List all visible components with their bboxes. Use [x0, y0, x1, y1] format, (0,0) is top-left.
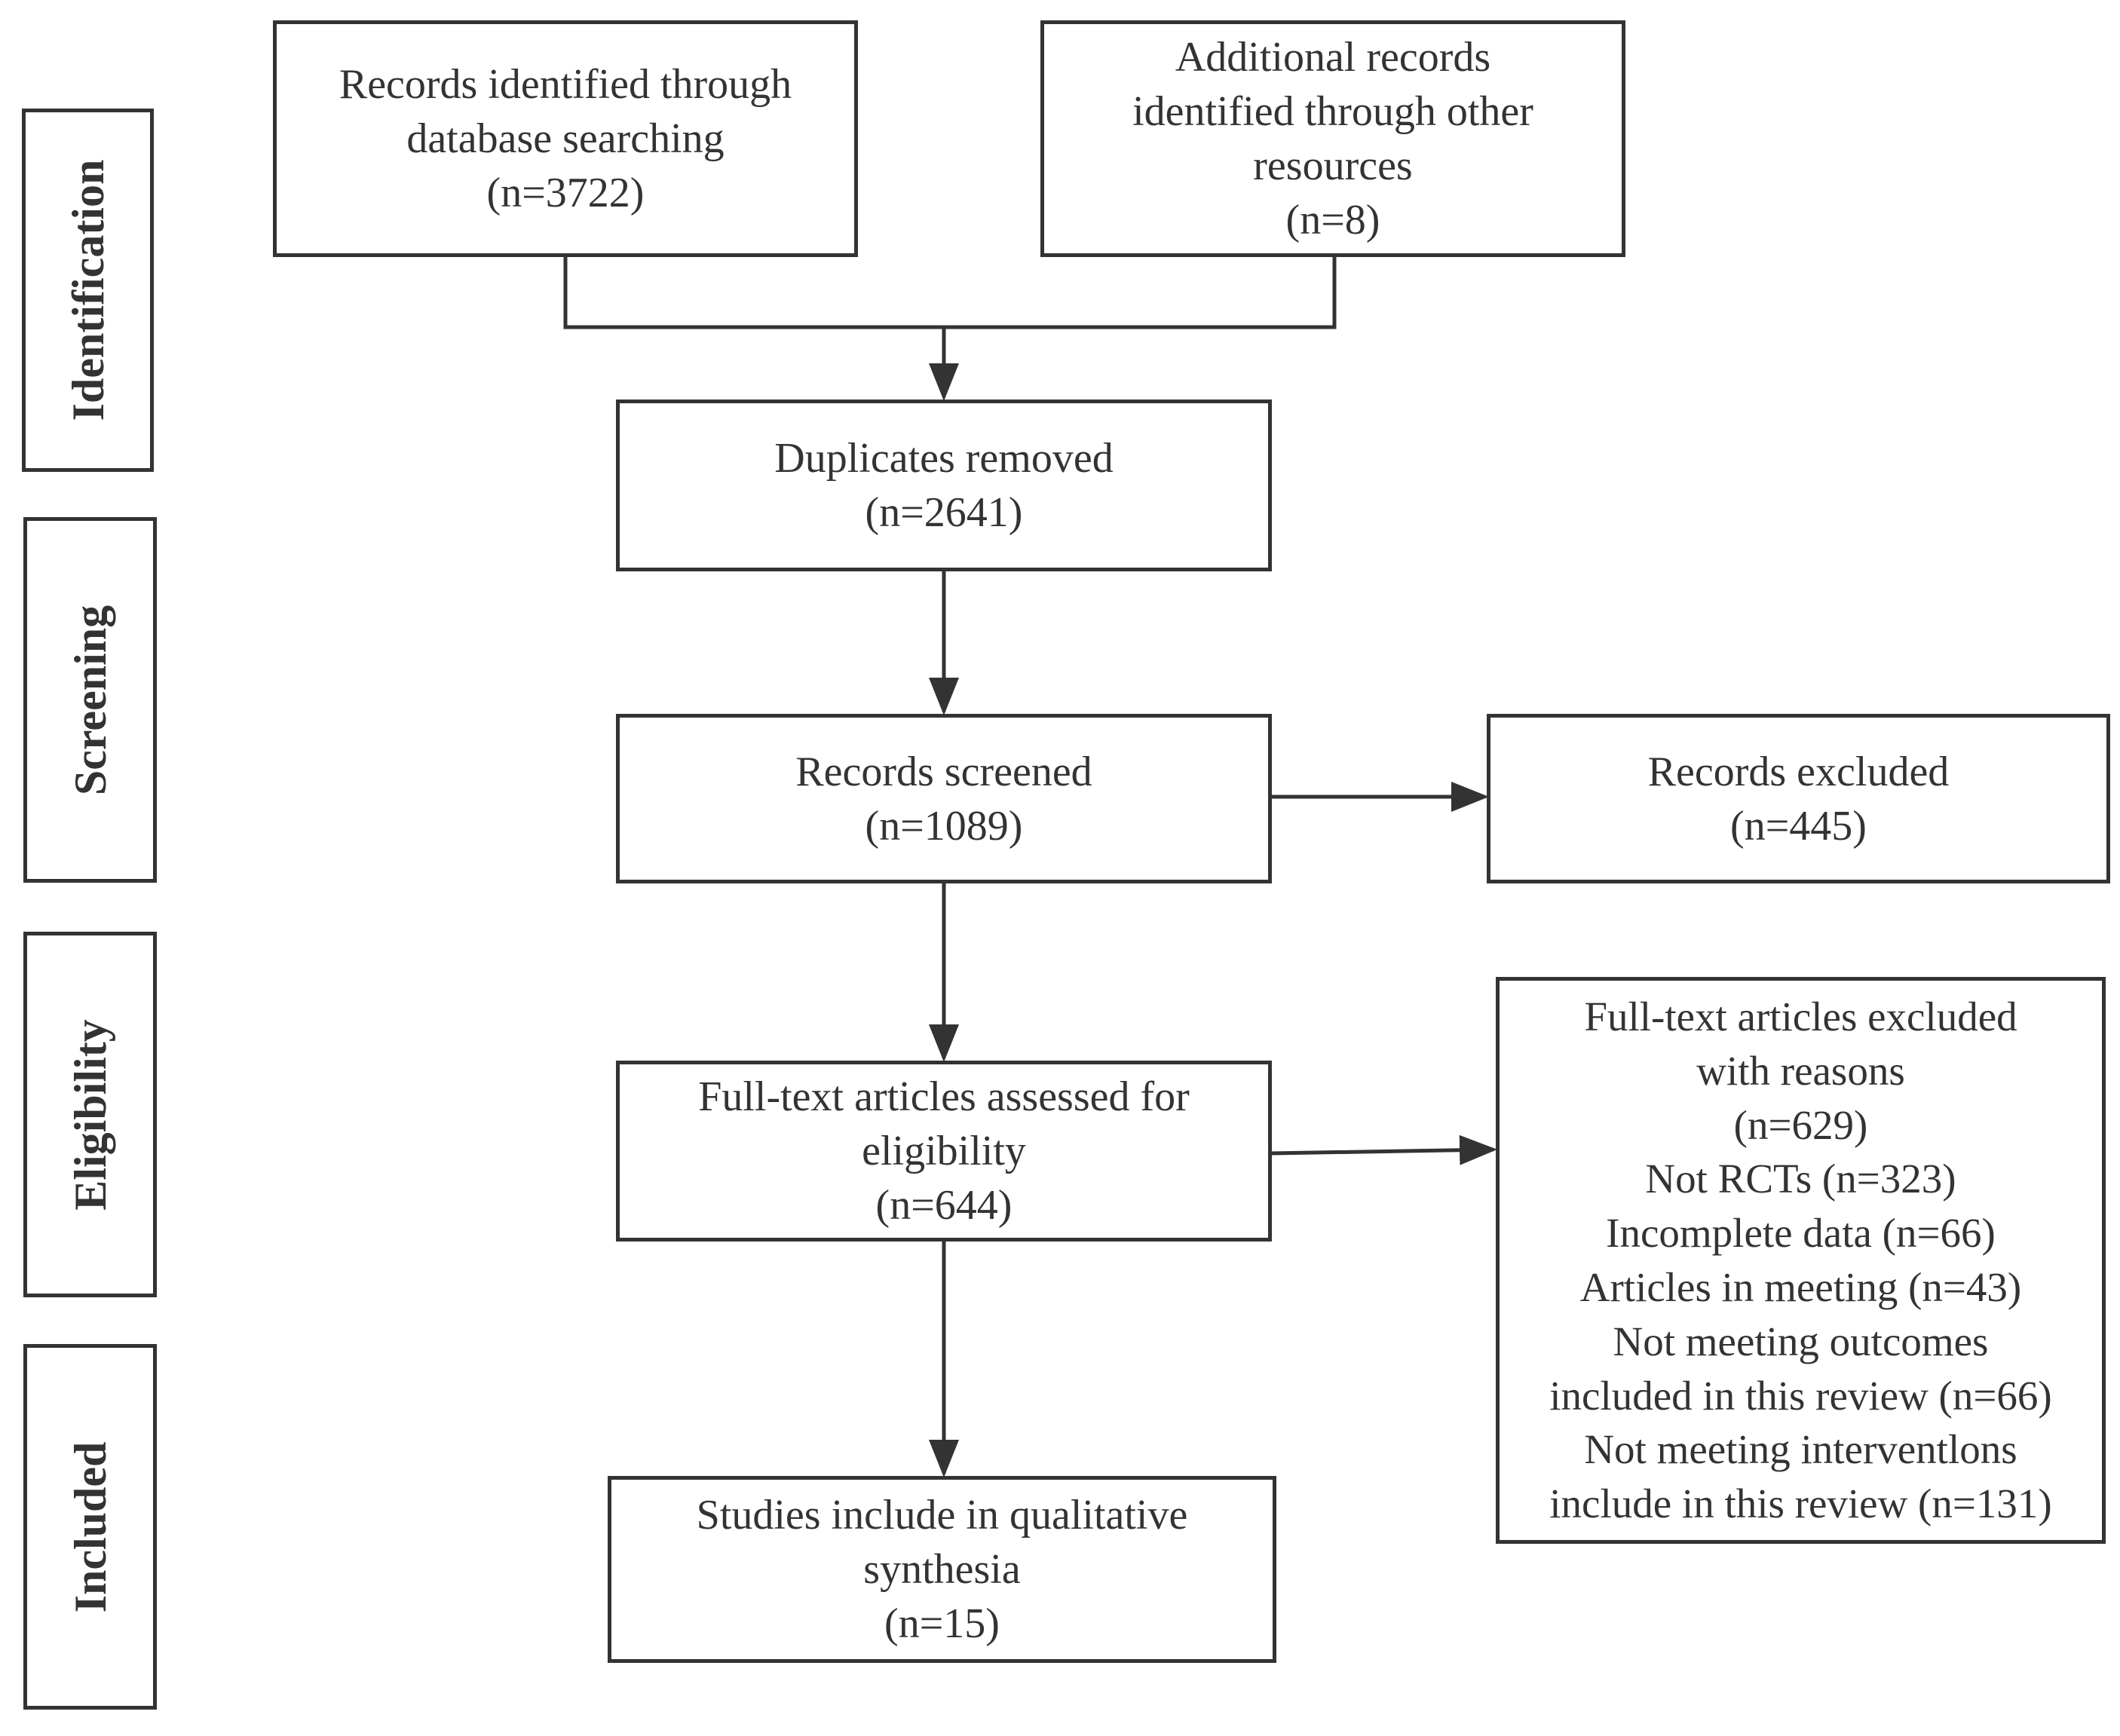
- stage-label: Identification: [63, 159, 113, 421]
- database-records-box: Records identified through database sear…: [273, 20, 858, 257]
- stage-eligibility: Eligibility: [23, 932, 157, 1297]
- stage-label: Screening: [65, 605, 115, 795]
- stage-screening: Screening: [23, 517, 157, 883]
- stage-identification: Identification: [22, 109, 154, 472]
- stage-label: Eligibility: [65, 1018, 115, 1211]
- records-screened-box: Records screened (n=1089): [616, 714, 1272, 883]
- stage-label: Included: [65, 1441, 115, 1612]
- records-excluded-box: Records excluded (n=445): [1487, 714, 2110, 883]
- fulltext-excluded-box: Full-text articles excluded with reasons…: [1496, 977, 2106, 1544]
- merge-connector: [563, 257, 1337, 329]
- arrow-to-fulltext-excluded: [1271, 1134, 1497, 1165]
- duplicates-removed-box: Duplicates removed (n=2641): [616, 400, 1272, 571]
- fulltext-assessed-box: Full-text articles assessed for eligibil…: [616, 1061, 1272, 1242]
- stage-included: Included: [23, 1344, 157, 1710]
- other-resources-box: Additional records identified through ot…: [1040, 20, 1625, 257]
- included-studies-box: Studies include in qualitative synthesia…: [608, 1476, 1276, 1663]
